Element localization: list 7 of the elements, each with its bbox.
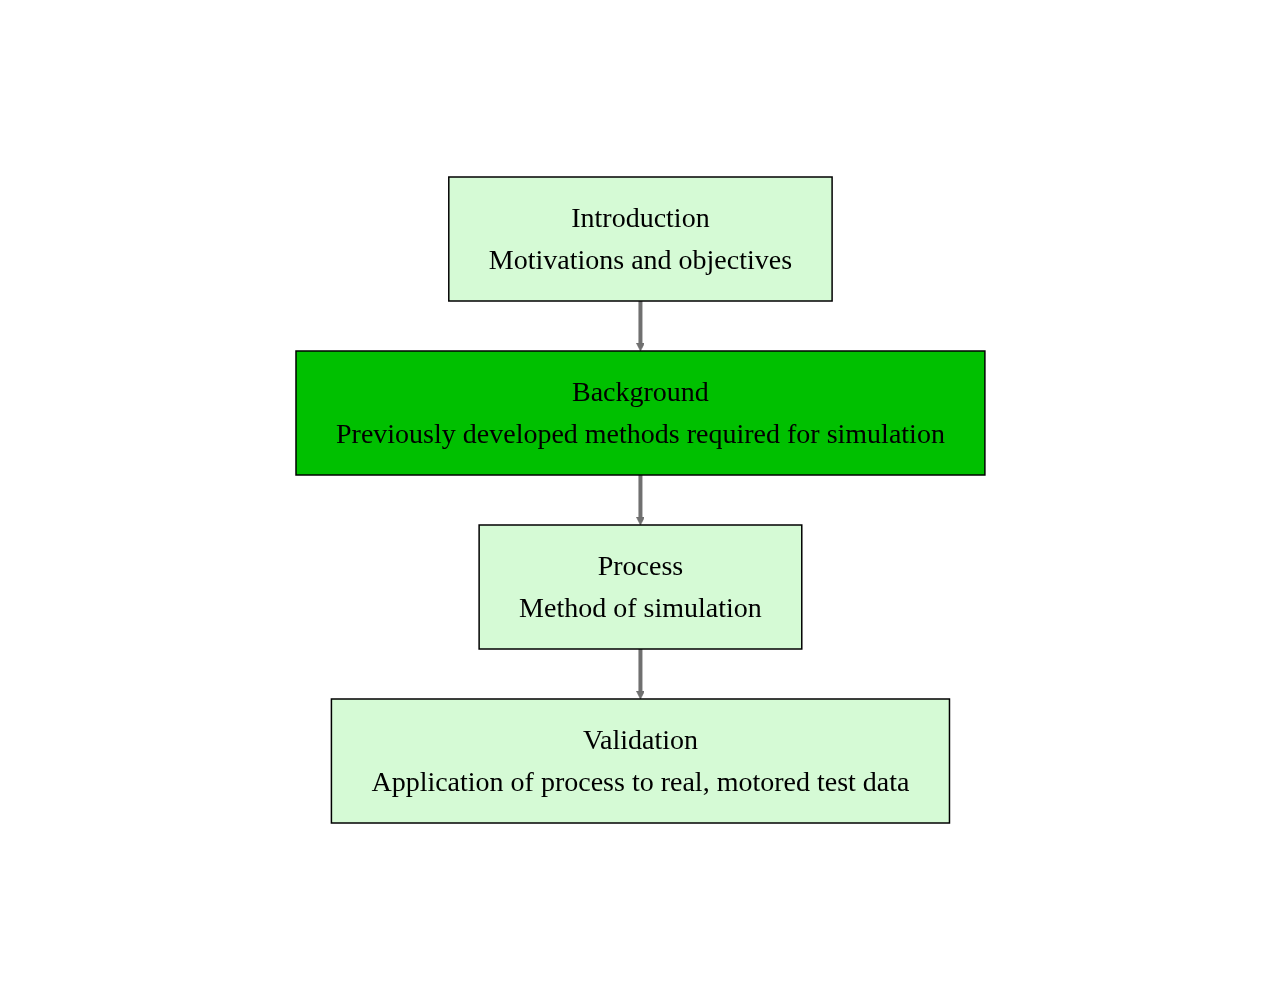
arrow — [635, 649, 645, 700]
node-box: Validation Application of process to real, motored test data — [330, 698, 950, 824]
arrow — [635, 301, 645, 352]
node-box: Process Method of simulation — [477, 524, 803, 650]
arrow — [635, 475, 645, 526]
node-box: Introduction Motivations and objectives — [447, 176, 833, 302]
node-box: Background Previously developed methods required for simulation — [294, 350, 986, 476]
